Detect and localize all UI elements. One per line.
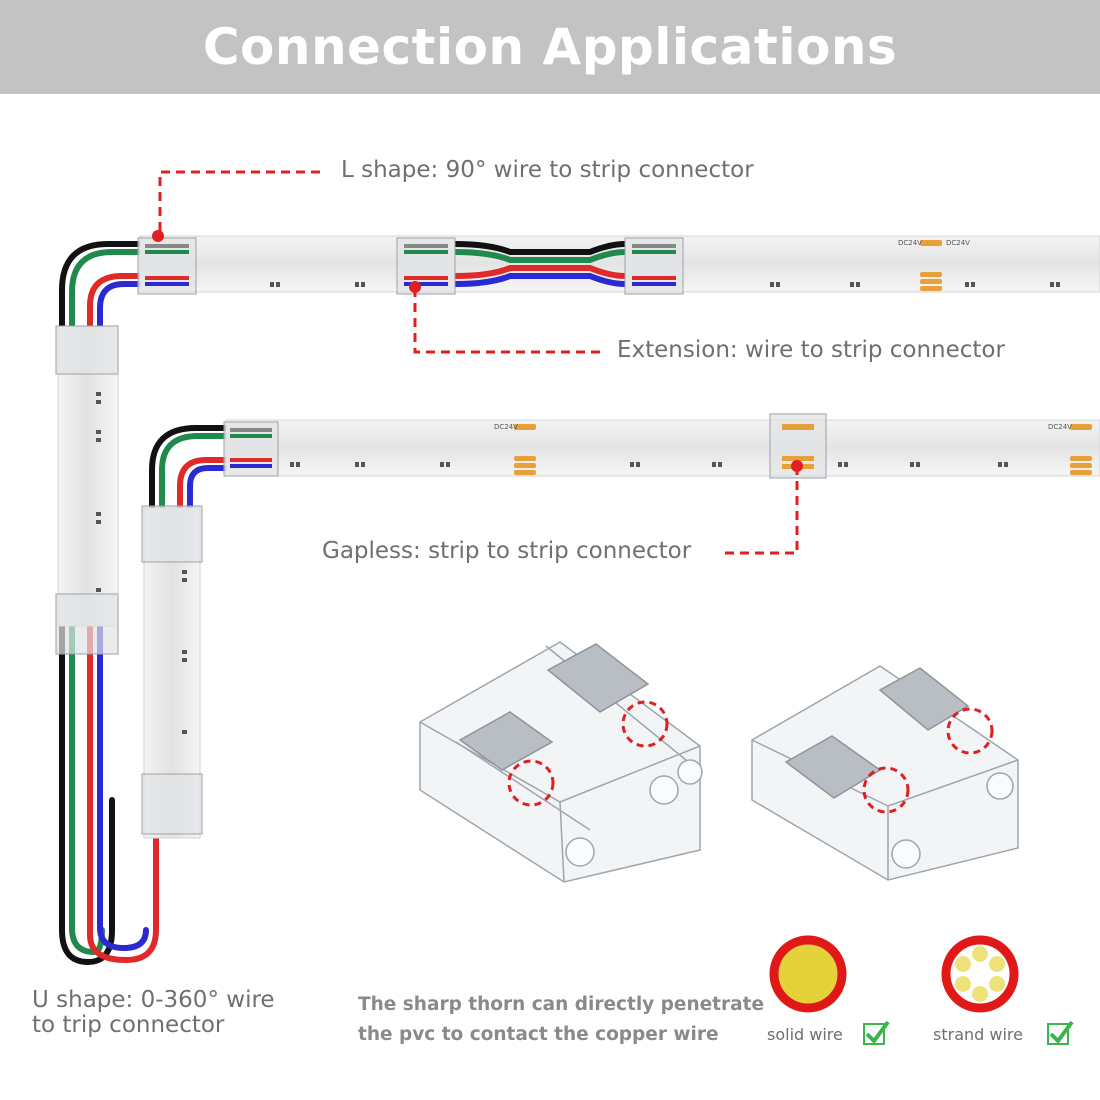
connector-l-top [137, 237, 197, 295]
ext-wire-black [454, 241, 626, 255]
connector-left-outer-top [55, 325, 119, 375]
wire-red [87, 273, 159, 964]
strip-top-marking: DC24V [898, 239, 922, 247]
connector-extension-right [624, 237, 684, 295]
ext-wire-green [454, 249, 626, 263]
wire-black [59, 241, 143, 966]
u-shape-label-line2: to trip connector [32, 1012, 225, 1038]
led-strip-middle [225, 419, 1100, 477]
connector-closeup-left [419, 641, 703, 883]
solid-wire-check-icon [863, 1020, 890, 1045]
thorn-note-line1: The sharp thorn can directly penetrate [358, 994, 765, 1015]
gapless-label: Gapless: strip to strip connector [322, 538, 692, 564]
callout-gapless [720, 466, 799, 555]
outer-wires [59, 241, 159, 966]
connector-left-inner-bottom [141, 773, 203, 835]
strip-top-pads [920, 240, 942, 291]
strip-top-marking-2: DC24V [946, 239, 970, 247]
strip-middle-marking: DC24V [494, 423, 518, 431]
callout-lines [158, 170, 799, 555]
thorn-note-line2: the pvc to contact the copper wire [358, 1024, 719, 1045]
strand-wire-label: strand wire [933, 1025, 1023, 1044]
ext-wire-blue [454, 273, 626, 287]
wire-blue [97, 281, 149, 952]
extension-wires [454, 241, 626, 287]
strip-top-markings [270, 282, 1060, 287]
u-shape-label: U shape: 0-360° wire to trip connector [32, 988, 275, 1038]
callout-l-shape [158, 170, 320, 234]
connector-l-middle [223, 421, 279, 477]
connector-extension-left [396, 237, 456, 295]
strip-middle-pads [514, 424, 1092, 475]
strip-middle-marking-2: DC24V [1048, 423, 1072, 431]
solid-wire-icon [769, 935, 847, 1013]
strand-wire-icon [941, 935, 1019, 1013]
led-strip-left-outer [57, 325, 119, 627]
thorn-highlights [507, 700, 994, 814]
solid-wire-label: solid wire [767, 1025, 843, 1044]
ext-wire-red [454, 265, 626, 279]
extension-label: Extension: wire to strip connector [617, 337, 1005, 363]
connector-left-inner-top [141, 505, 203, 563]
strand-wire-check-icon [1047, 1020, 1074, 1045]
callout-extension [413, 288, 600, 354]
callout-dots [152, 230, 803, 472]
inner-wires [149, 425, 231, 511]
u-shape-label-line1: U shape: 0-360° wire [32, 987, 275, 1013]
connector-closeup-right [751, 665, 1019, 881]
l-shape-label: L shape: 90° wire to strip connector [341, 157, 754, 183]
connector-left-outer-mid [55, 593, 119, 655]
page-title: Connection Applications [202, 18, 898, 76]
connection-diagram: DC24V DC24V [55, 170, 1100, 1045]
thorn-note: The sharp thorn can directly penetrate t… [358, 990, 764, 1050]
wire-green [69, 249, 143, 956]
header-banner: Connection Applications [0, 0, 1100, 94]
